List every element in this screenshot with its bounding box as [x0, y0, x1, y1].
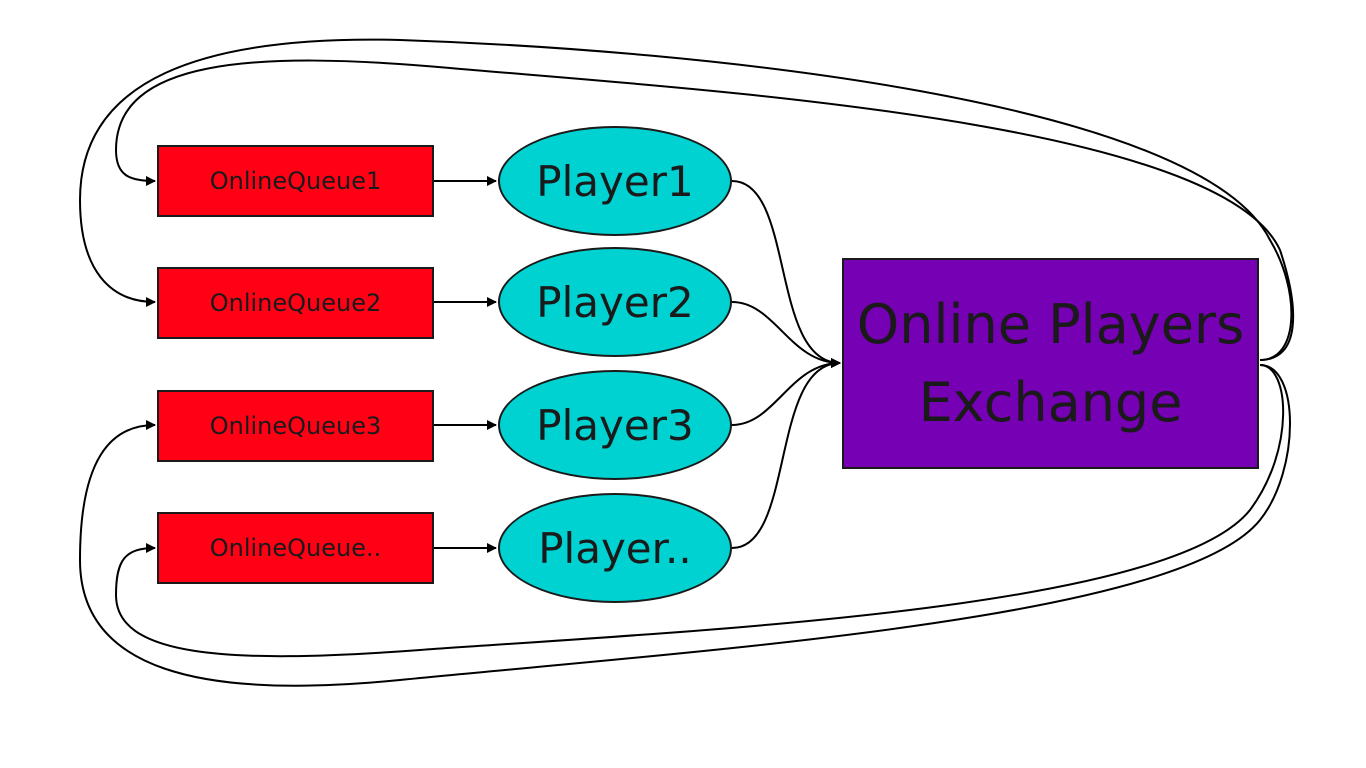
online-queue-3-label: OnlineQueue3	[209, 412, 382, 440]
player-1-label: Player1	[536, 156, 694, 206]
player-n-label: Player..	[538, 523, 692, 573]
player-2: Player2	[498, 247, 732, 357]
exchange-label-line1: Online Players	[856, 292, 1245, 356]
edge-player2-exchange	[731, 301, 841, 368]
player-3: Player3	[498, 370, 732, 480]
player-n: Player..	[498, 493, 732, 603]
online-queue-n-label: OnlineQueue..	[209, 534, 382, 562]
online-queue-1-label: OnlineQueue1	[209, 167, 382, 195]
player-1: Player1	[498, 126, 732, 236]
online-queue-1: OnlineQueue1	[157, 145, 434, 217]
edge-player4-exchange	[731, 358, 841, 549]
player-2-label: Player2	[536, 277, 694, 327]
online-queue-2-label: OnlineQueue2	[209, 289, 382, 317]
edge-exchange-queue4	[114, 364, 1285, 658]
edge-exchange-queue1	[114, 59, 1295, 361]
online-players-exchange: Online Players Exchange	[842, 258, 1259, 469]
edge-exchange-queue3	[78, 364, 1291, 687]
edge-exchange-queue2	[78, 38, 1293, 361]
player-3-label: Player3	[536, 400, 694, 450]
edge-player3-exchange	[731, 358, 841, 426]
edge-player1-exchange	[731, 180, 841, 368]
online-queue-3: OnlineQueue3	[157, 390, 434, 462]
exchange-label-line2: Exchange	[918, 370, 1183, 434]
online-queue-n: OnlineQueue..	[157, 512, 434, 584]
online-queue-2: OnlineQueue2	[157, 267, 434, 339]
